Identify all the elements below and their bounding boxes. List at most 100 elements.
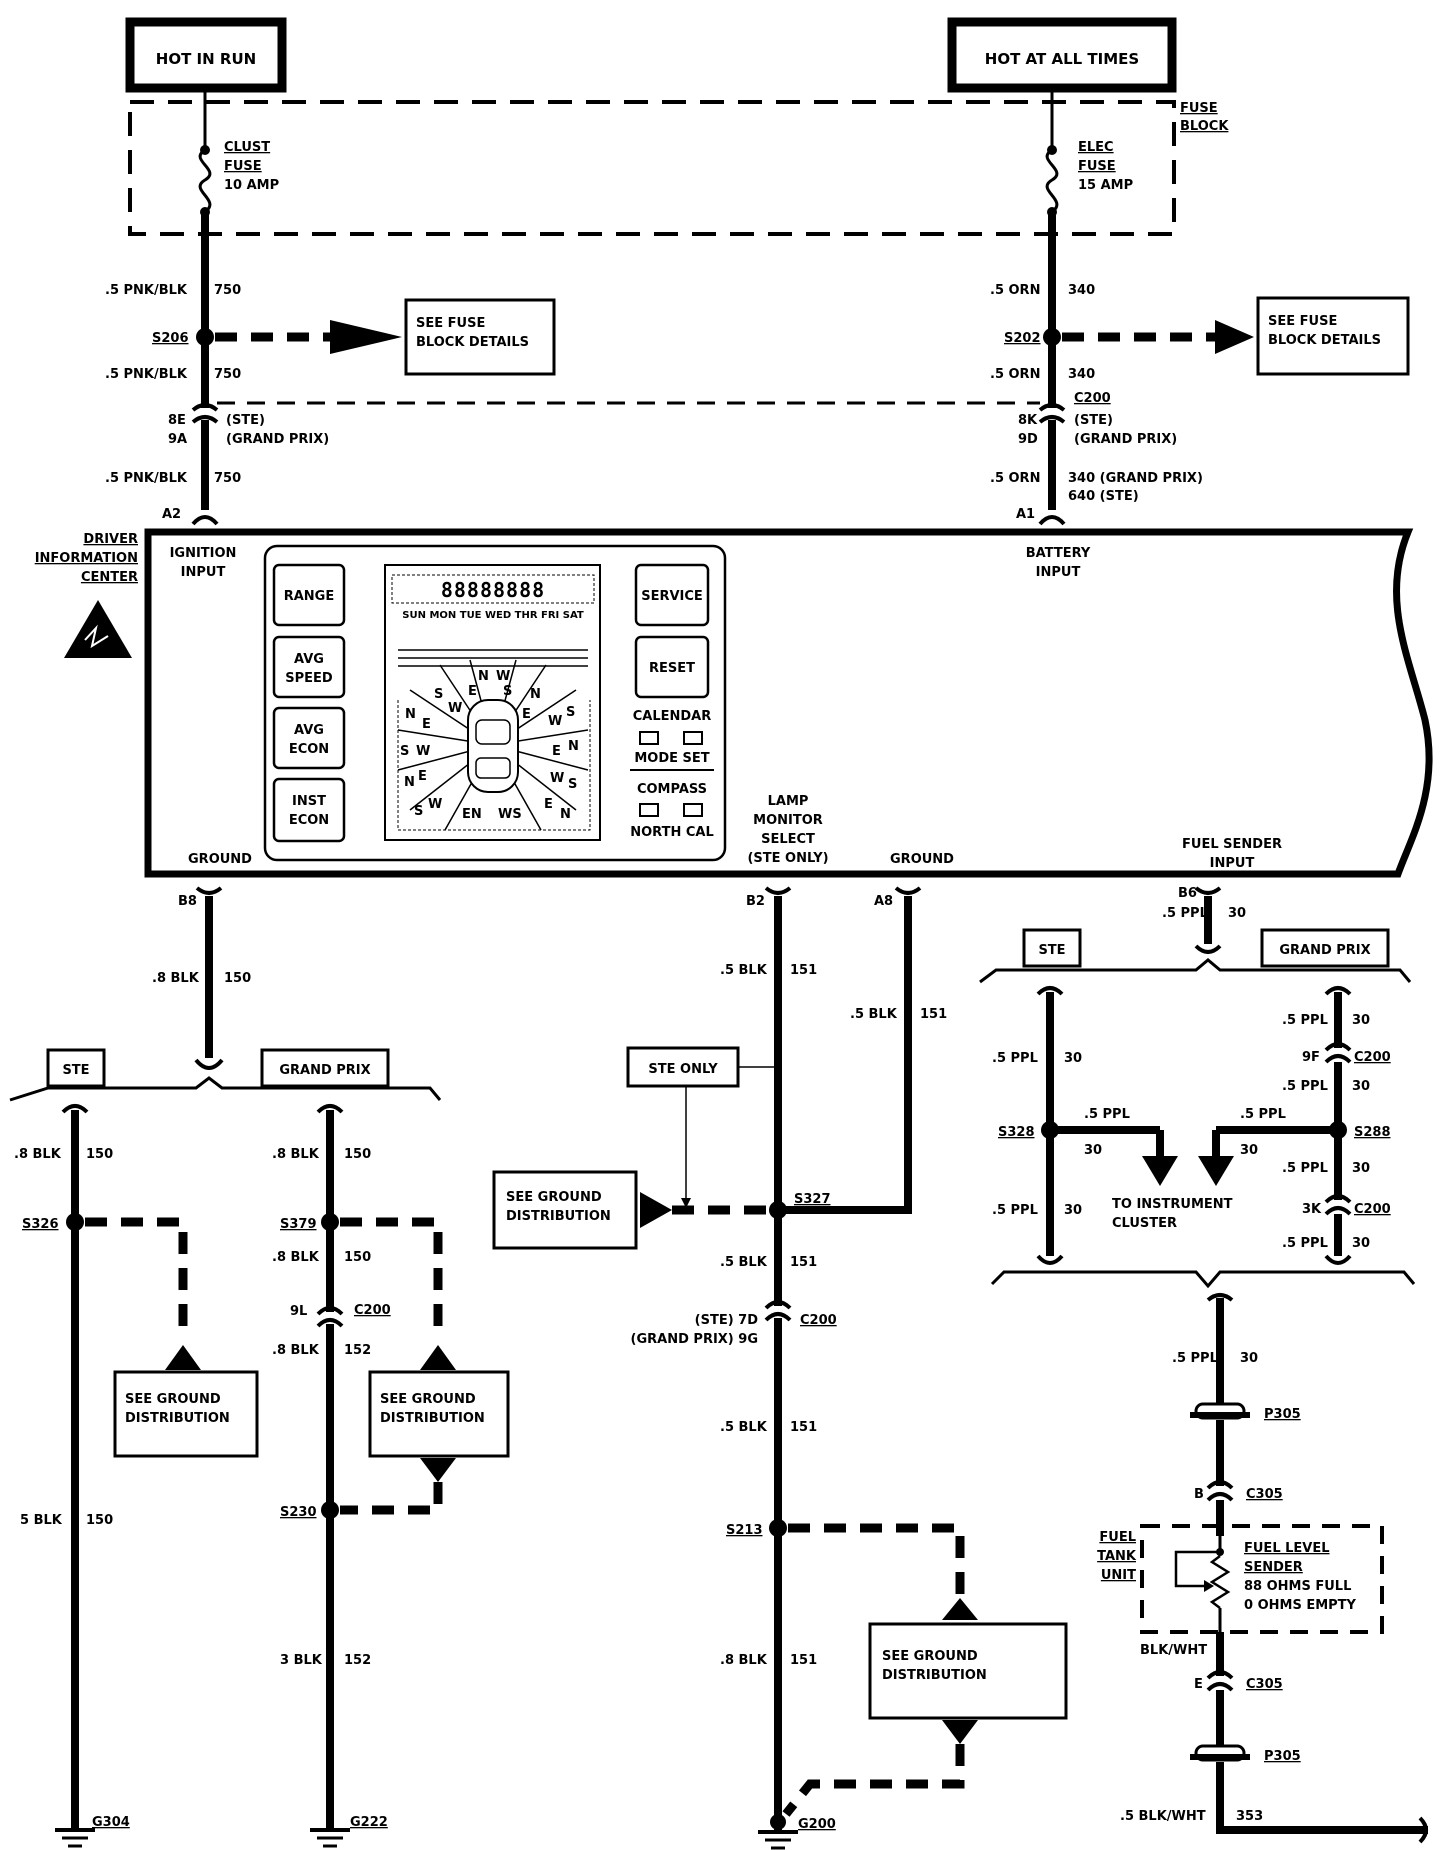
compass-indicator-1	[639, 803, 659, 817]
clust-fuse-line2: FUSE	[224, 159, 262, 174]
fuel-gp-wire4-label: .5 PPL	[1282, 1236, 1328, 1251]
c200-right-label: C200	[1074, 391, 1111, 406]
fuel-gp-conn1: C200	[1354, 1050, 1391, 1065]
wire3-circuit: 151	[790, 1420, 817, 1435]
gp-wire-c-circuit: 152	[344, 1343, 371, 1358]
c200-7d-connector	[764, 1300, 792, 1322]
wire3-label: .5 BLK	[720, 1420, 768, 1435]
dic-title-2: INFORMATION	[35, 551, 138, 566]
c200-3k-connector	[1324, 1194, 1352, 1216]
see-fuse-left-1: SEE FUSE	[416, 316, 485, 331]
lamp-monitor-2: MONITOR	[753, 813, 823, 828]
conn-gp-9g: (GRAND PRIX) 9G	[631, 1332, 758, 1347]
see-fuse-block-right	[1256, 296, 1410, 376]
compass-letter-7: E	[522, 707, 531, 722]
compass-letter-2: S	[434, 687, 443, 702]
to-cluster-2: CLUSTER	[1112, 1216, 1177, 1231]
avg-econ-label-1: AVG	[294, 723, 324, 738]
pin-a1-connector	[1038, 515, 1066, 526]
splice-s328	[1041, 1121, 1059, 1139]
fuse-block-label-2: BLOCK	[1180, 119, 1229, 134]
fuel-tank-unit-2: TANK	[1097, 1549, 1137, 1564]
splice-s379-label: S379	[280, 1217, 317, 1232]
c200-7d-label: C200	[800, 1313, 837, 1328]
mode-set-label: MODE SET	[634, 751, 709, 766]
fuel-option-split-top	[979, 958, 1412, 984]
pin-a8: A8	[874, 894, 893, 909]
p305-lower-label: P305	[1264, 1749, 1301, 1764]
fuel-gp-wire2-circuit: 30	[1352, 1079, 1370, 1094]
wire2-circuit: 151	[790, 1255, 817, 1270]
elec-fuse-line2: FUSE	[1078, 159, 1116, 174]
service-button: SERVICE	[634, 563, 710, 627]
ground-g200-icon	[758, 1830, 798, 1850]
elec-fuse-line3: 15 AMP	[1078, 178, 1133, 193]
fuel-branch-r-circuit: 30	[1240, 1143, 1258, 1158]
gp-wire-b-label: .8 BLK	[272, 1250, 320, 1265]
wire-750-circuit-a: 750	[214, 283, 241, 298]
splice-s326	[66, 1213, 84, 1231]
compass-letter-21: W	[428, 797, 442, 812]
see-ground-s379-2: DISTRIBUTION	[380, 1411, 485, 1426]
battery-input-2: INPUT	[1036, 565, 1081, 580]
fuse-block-label-1: FUSE	[1180, 101, 1218, 116]
gp-label-fuel: GRAND PRIX	[1279, 943, 1370, 958]
see-fuse-left-2: BLOCK DETAILS	[416, 335, 529, 350]
ignition-input-1: IGNITION	[170, 546, 237, 561]
fuel-ste-wire2-label: .5 PPL	[992, 1203, 1038, 1218]
elec-fuse-line1: ELEC	[1078, 140, 1114, 155]
wire-750-label-c: .5 PNK/BLK	[105, 471, 188, 486]
compass-letter-0: N	[478, 669, 489, 684]
compass-letter-23: WS	[498, 807, 522, 822]
digit-readout-text: 88888888	[441, 578, 545, 602]
fuel-wire-circuit: 30	[1228, 906, 1246, 921]
see-ground-s327-1: SEE GROUND	[506, 1190, 602, 1205]
compass-letter-25: N	[560, 807, 571, 822]
dic-display-panel	[263, 544, 727, 862]
compass-rose	[397, 649, 591, 831]
see-ground-s326-1: SEE GROUND	[125, 1392, 221, 1407]
compass-letter-14: E	[552, 744, 561, 759]
wire-750-label-b: .5 PNK/BLK	[105, 367, 188, 382]
fuel-branch-r-wire: .5 PPL	[1240, 1107, 1286, 1122]
conn-gp-right: (GRAND PRIX)	[1074, 432, 1177, 447]
see-ground-s379-1: SEE GROUND	[380, 1392, 476, 1407]
ground-g304-label: G304	[92, 1815, 130, 1830]
gp-wire-c-label: .8 BLK	[272, 1343, 320, 1358]
gp-label-b8: GRAND PRIX	[279, 1063, 370, 1078]
conn-pin-9l: 9L	[290, 1304, 307, 1319]
sender-line2: SENDER	[1244, 1560, 1303, 1575]
elec-fuse: ELEC FUSE 15 AMP	[1045, 88, 1133, 217]
gp-label-box-b8	[260, 1048, 390, 1088]
see-fuse-right-2: BLOCK DETAILS	[1268, 333, 1381, 348]
calendar-indicator-1	[639, 731, 659, 745]
fuel-out-wire: .5 PPL	[1172, 1351, 1218, 1366]
hot-at-all-times-box: HOT AT ALL TIMES	[947, 17, 1177, 93]
lamp-monitor-1: LAMP	[768, 794, 809, 809]
splice-s379	[321, 1213, 339, 1231]
s230-dash	[340, 1482, 443, 1515]
fuel-tank-unit-outline	[1140, 1524, 1384, 1634]
compass-letter-3: E	[468, 684, 477, 699]
c200-9f-connector	[1324, 1042, 1352, 1064]
compass-letter-1: W	[496, 669, 510, 684]
fuel-gp-wire2-label: .5 PPL	[1282, 1079, 1328, 1094]
sender-line4: 0 OHMS EMPTY	[1244, 1598, 1357, 1613]
wire-150-circuit: 150	[224, 971, 251, 986]
clust-fuse-line1: CLUST	[224, 140, 270, 155]
car-icon	[467, 699, 519, 793]
c305-upper-label: C305	[1246, 1487, 1283, 1502]
blk-wht-label: BLK/WHT	[1140, 1643, 1207, 1658]
p305-upper-grommet	[1190, 1402, 1250, 1420]
see-ground-s327-2: DISTRIBUTION	[506, 1209, 611, 1224]
wire-340-label-c: .5 ORN	[990, 471, 1040, 486]
splice-s206	[196, 328, 214, 346]
see-ground-s326	[113, 1370, 259, 1458]
fuel-gp-wire3-circuit: 30	[1352, 1161, 1370, 1176]
fuel-ste-wire-circuit: 30	[1064, 1051, 1082, 1066]
fuel-branch-l-wire: .5 PPL	[1084, 1107, 1130, 1122]
dic-title-3: CENTER	[81, 570, 138, 585]
pin-b8: B8	[178, 894, 197, 909]
splice-s206-label: S206	[152, 331, 189, 346]
splice-s288-label: S288	[1354, 1125, 1391, 1140]
